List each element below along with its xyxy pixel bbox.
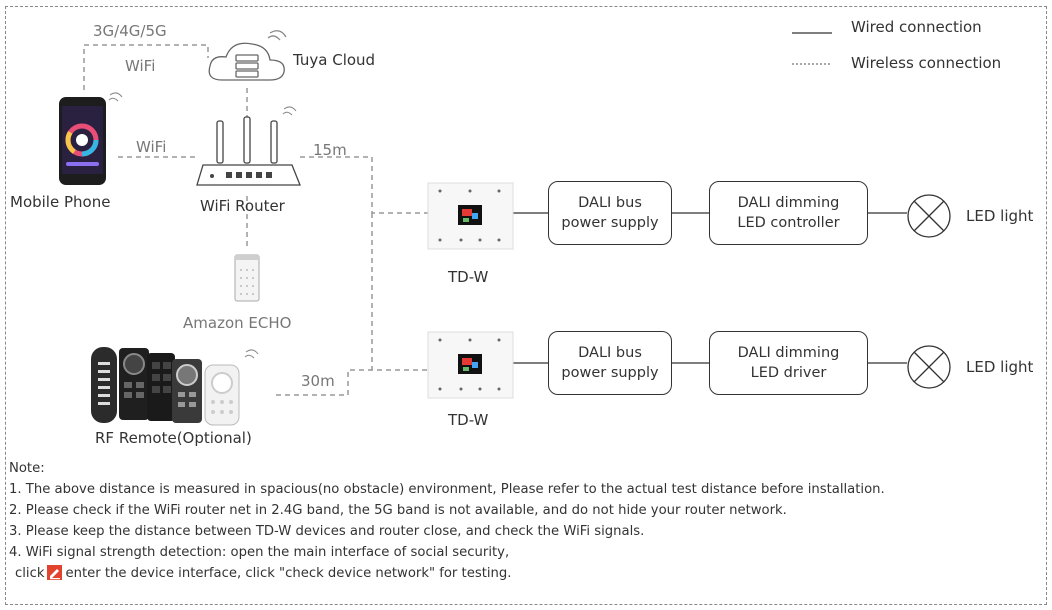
td-w-label-top: TD-W: [448, 268, 489, 286]
legend-wireless-label: Wireless connection: [851, 54, 1002, 72]
note-5-click-text: click: [15, 566, 45, 581]
wireless-links: [83, 44, 428, 396]
led-light-icon-top: [907, 194, 951, 238]
phone-cloud-link: [83, 44, 209, 90]
dali-bus-power-supply-top: DALI bus power supply: [548, 181, 672, 245]
cellular-label: 3G/4G/5G: [93, 22, 167, 40]
legend-wired-label: Wired connection: [851, 18, 982, 36]
dali-bus-power-supply-bottom: DALI bus power supply: [548, 331, 672, 395]
rf-remote-label: RF Remote(Optional): [95, 429, 252, 447]
note-1: 1. The above distance is measured in spa…: [9, 482, 885, 497]
router-panel-top-link: [300, 156, 428, 214]
wifi-cloud-label: WiFi: [125, 57, 156, 75]
wired-links: [513, 212, 907, 364]
note-5-rest-text: enter the device interface, click "check…: [65, 566, 512, 581]
rf-remote-icons: [91, 347, 259, 426]
notes-section: Note: 1. The above distance is measured …: [9, 458, 1045, 584]
cloud-icon: [208, 30, 287, 81]
amazon-echo-icon: [234, 254, 260, 302]
tuya-cloud-label: Tuya Cloud: [293, 51, 376, 69]
box-line-2: power supply: [561, 215, 659, 231]
td-w-panel-icon-top: [427, 182, 514, 250]
dali-dimming-led-controller: DALI dimming LED controller: [709, 181, 868, 245]
note-3: 3. Please keep the distance between TD-W…: [9, 524, 645, 539]
box-line-2: LED driver: [750, 365, 827, 381]
note-5: click enter the device interface, click "…: [9, 563, 1045, 584]
led-light-label-bottom: LED light: [966, 358, 1034, 376]
box-line-1: DALI bus: [578, 345, 642, 361]
wifi-router-icon: [196, 106, 301, 186]
remote-spine-link: [276, 369, 372, 396]
amazon-echo-label: Amazon ECHO: [183, 314, 292, 332]
box-line-2: power supply: [561, 365, 659, 381]
spine-panel-bottom-link: [371, 213, 428, 371]
note-4: 4. WiFi signal strength detection: open …: [9, 545, 510, 560]
wifi-phone-label: WiFi: [136, 138, 167, 156]
box-line-1: DALI dimming: [737, 195, 840, 211]
distance-30m-label: 30m: [301, 372, 335, 390]
led-light-label-top: LED light: [966, 207, 1034, 225]
dali-dimming-led-driver: DALI dimming LED driver: [709, 331, 868, 395]
td-w-label-bottom: TD-W: [448, 411, 489, 429]
edit-icon: [47, 565, 63, 580]
note-2: 2. Please check if the WiFi router net i…: [9, 503, 787, 518]
notes-title: Note:: [9, 461, 45, 476]
td-w-panel-icon-bottom: [427, 331, 514, 399]
mobile-phone-icon: [59, 92, 123, 185]
wifi-router-label: WiFi Router: [200, 197, 285, 215]
led-light-icon-bottom: [907, 345, 951, 389]
distance-15m-label: 15m: [313, 141, 347, 159]
box-line-2: LED controller: [737, 215, 840, 231]
box-line-1: DALI dimming: [737, 345, 840, 361]
mobile-phone-label: Mobile Phone: [10, 193, 111, 211]
box-line-1: DALI bus: [578, 195, 642, 211]
diagram-frame: [5, 6, 1047, 605]
